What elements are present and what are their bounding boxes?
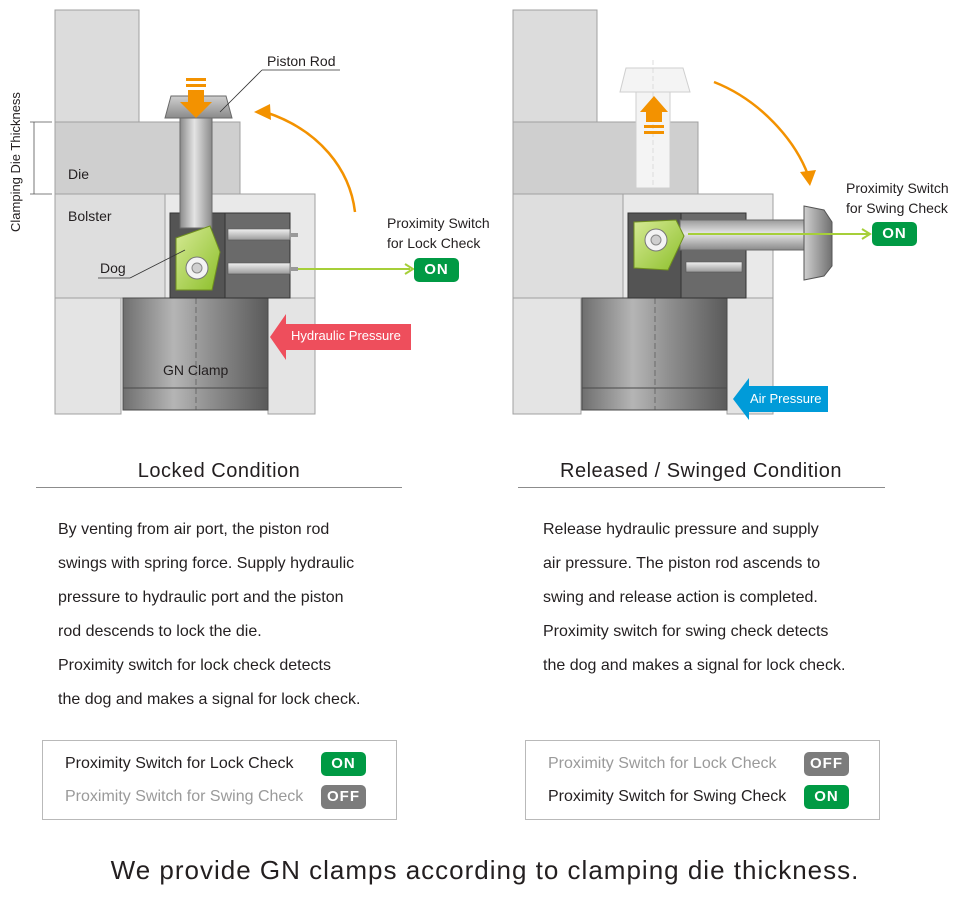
locked-diagram-on-badge: ON — [414, 258, 459, 282]
piston-rod — [179, 117, 213, 229]
released-desc-line: Release hydraulic pressure and supply — [543, 521, 819, 538]
released-status-swing-check: Proximity Switch for Swing Check ON — [548, 785, 849, 809]
air-pressure-arrow — [733, 378, 828, 420]
swing-arrow-icon — [713, 80, 810, 176]
locked-proximity-line2: for Lock Check — [387, 235, 481, 251]
locked-desc-line: swings with spring force. Supply hydraul… — [58, 555, 355, 572]
status-label: Proximity Switch for Lock Check — [548, 755, 777, 772]
released-proximity-line1: Proximity Switch — [846, 180, 949, 196]
locked-desc-line: the dog and makes a signal for lock chec… — [58, 691, 361, 708]
locked-title: Locked Condition — [137, 460, 301, 482]
hydraulic-pressure-arrow — [270, 314, 411, 360]
up-arrow-icon — [640, 96, 668, 134]
bolster-label: Bolster — [68, 208, 112, 224]
locked-status-lock-check: Proximity Switch for Lock Check ON — [65, 752, 366, 776]
released-diagram — [512, 9, 872, 420]
status-label: Proximity Switch for Swing Check — [548, 788, 787, 805]
released-status-lock-check: Proximity Switch for Lock Check OFF — [548, 752, 849, 776]
air-pressure-label: Air Pressure — [750, 391, 822, 406]
swing-arrow-icon — [264, 110, 357, 213]
locked-diagram: Clamping Die Thickness — [8, 9, 415, 415]
locked-desc-line: pressure to hydraulic port and the pisto… — [58, 589, 344, 606]
swung-piston-head — [803, 205, 833, 281]
lock-check-pin — [227, 262, 291, 275]
released-desc-line: Proximity switch for swing check detects — [543, 623, 829, 640]
status-on-badge: ON — [321, 752, 366, 776]
locked-status-box: Proximity Switch for Lock Check ON Proxi… — [42, 740, 397, 820]
released-title-rule — [518, 487, 885, 488]
released-description: Release hydraulic pressure and supply ai… — [543, 513, 845, 683]
status-on-badge: ON — [804, 785, 849, 809]
released-desc-line: the dog and makes a signal for lock chec… — [543, 657, 846, 674]
locked-desc-line: Proximity switch for lock check detects — [58, 657, 331, 674]
status-off-badge: OFF — [804, 752, 849, 776]
upper-block — [54, 9, 140, 123]
released-desc-line: swing and release action is completed. — [543, 589, 818, 606]
status-label: Proximity Switch for Swing Check — [65, 788, 304, 805]
locked-status-swing-check: Proximity Switch for Swing Check OFF — [65, 785, 366, 809]
released-title: Released / Swinged Condition — [560, 460, 842, 482]
gn-clamp-body — [122, 297, 269, 411]
base-left — [54, 297, 122, 415]
swing-check-pin — [227, 228, 291, 241]
clamping-thickness-label: Clamping Die Thickness — [8, 92, 23, 232]
gn-clamp-label: GN Clamp — [163, 362, 229, 378]
locked-desc-line: By venting from air port, the piston rod — [58, 521, 330, 538]
locked-desc-line: rod descends to lock the die. — [58, 623, 262, 640]
die-label: Die — [68, 166, 90, 182]
hydraulic-pressure-label: Hydraulic Pressure — [291, 328, 401, 343]
status-label: Proximity Switch for Lock Check — [65, 755, 294, 772]
piston-rod-label: Piston Rod — [267, 53, 336, 69]
locked-proximity-line1: Proximity Switch — [387, 215, 490, 231]
released-status-box: Proximity Switch for Lock Check OFF Prox… — [525, 740, 880, 820]
bolster-block — [54, 193, 166, 299]
locked-title-rule — [36, 487, 402, 488]
released-diagram-on-badge: ON — [872, 222, 917, 246]
footer-tagline: We provide GN clamps according to clampi… — [110, 855, 860, 885]
status-off-badge: OFF — [321, 785, 366, 809]
base-right — [267, 297, 316, 415]
released-proximity-line2: for Swing Check — [846, 200, 948, 216]
ghost-piston-head — [619, 67, 691, 93]
locked-description: By venting from air port, the piston rod… — [58, 513, 360, 717]
released-desc-line: air pressure. The piston rod ascends to — [543, 555, 821, 572]
down-arrow-icon — [180, 78, 212, 118]
dog-label: Dog — [100, 260, 126, 276]
